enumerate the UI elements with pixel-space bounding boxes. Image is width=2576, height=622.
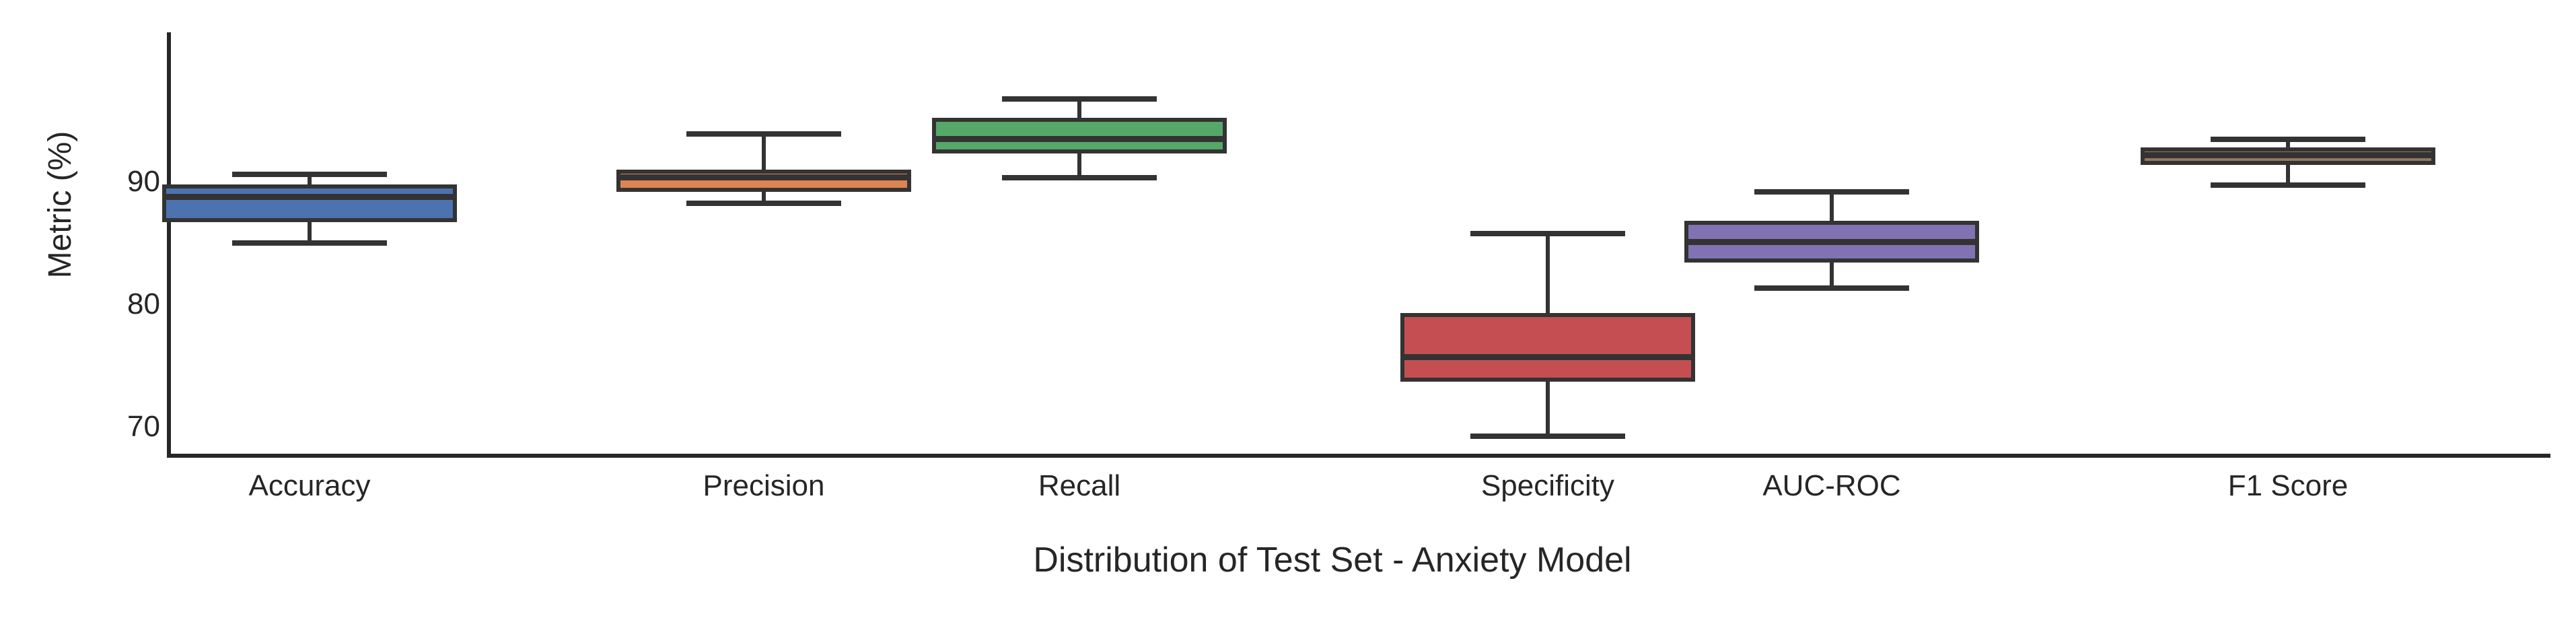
y-tick-label-90: 90 (127, 165, 160, 198)
x-tick-label-precision: Precision (703, 469, 825, 502)
whisker-lower-auc-roc (1830, 263, 1834, 291)
whisker-cap-lower-auc-roc (1754, 285, 1909, 291)
box-f1-score (2141, 147, 2435, 165)
median-line-accuracy (162, 193, 457, 200)
whisker-cap-lower-f1-score (2211, 182, 2365, 188)
whisker-lower-specificity (1546, 381, 1550, 440)
x-tick-label-specificity: Specificity (1480, 469, 1615, 502)
whisker-upper-auc-roc (1830, 188, 1834, 221)
median-line-f1-score (2141, 151, 2435, 158)
x-tick-label-auc-roc: AUC-ROC (1762, 469, 1901, 502)
whisker-upper-recall (1077, 96, 1081, 118)
y-tick-label-70: 70 (127, 410, 160, 443)
whisker-cap-upper-f1-score (2211, 136, 2365, 142)
whisker-cap-lower-recall (1002, 175, 1157, 181)
median-line-auc-roc (1684, 239, 1979, 246)
box-auc-roc (1684, 221, 1979, 263)
whisker-lower-recall (1077, 153, 1081, 181)
whisker-lower-precision (762, 191, 766, 207)
box-precision (616, 169, 911, 192)
y-tick-label-80: 80 (127, 287, 160, 320)
box-specificity (1400, 312, 1695, 382)
whisker-cap-upper-recall (1002, 96, 1157, 102)
median-line-recall (932, 136, 1227, 143)
box-accuracy (162, 184, 457, 223)
y-axis-title: Metric (%) (42, 131, 78, 279)
median-line-precision (616, 174, 911, 180)
whisker-upper-precision (762, 131, 766, 170)
whisker-upper-specificity (1546, 230, 1550, 313)
whisker-cap-upper-accuracy (232, 172, 387, 178)
whisker-upper-accuracy (308, 172, 312, 184)
whisker-lower-accuracy (308, 222, 312, 246)
x-axis-spine (167, 454, 2550, 458)
whisker-cap-upper-specificity (1470, 230, 1625, 236)
whisker-cap-upper-precision (686, 131, 841, 137)
y-axis-spine (167, 32, 171, 458)
whisker-upper-f1-score (2286, 136, 2290, 148)
x-axis-title: Distribution of Test Set - Anxiety Model (1033, 541, 1632, 580)
box-recall (932, 118, 1227, 154)
x-tick-label-recall: Recall (1038, 469, 1121, 502)
whisker-cap-upper-auc-roc (1754, 188, 1909, 195)
x-tick-label-f1-score: F1 Score (2227, 469, 2349, 502)
whisker-cap-lower-accuracy (232, 240, 387, 246)
whisker-cap-lower-precision (686, 201, 841, 207)
median-line-specificity (1400, 354, 1695, 361)
whisker-lower-f1-score (2286, 164, 2290, 188)
whisker-cap-lower-specificity (1470, 434, 1625, 440)
x-tick-label-accuracy: Accuracy (248, 469, 371, 502)
